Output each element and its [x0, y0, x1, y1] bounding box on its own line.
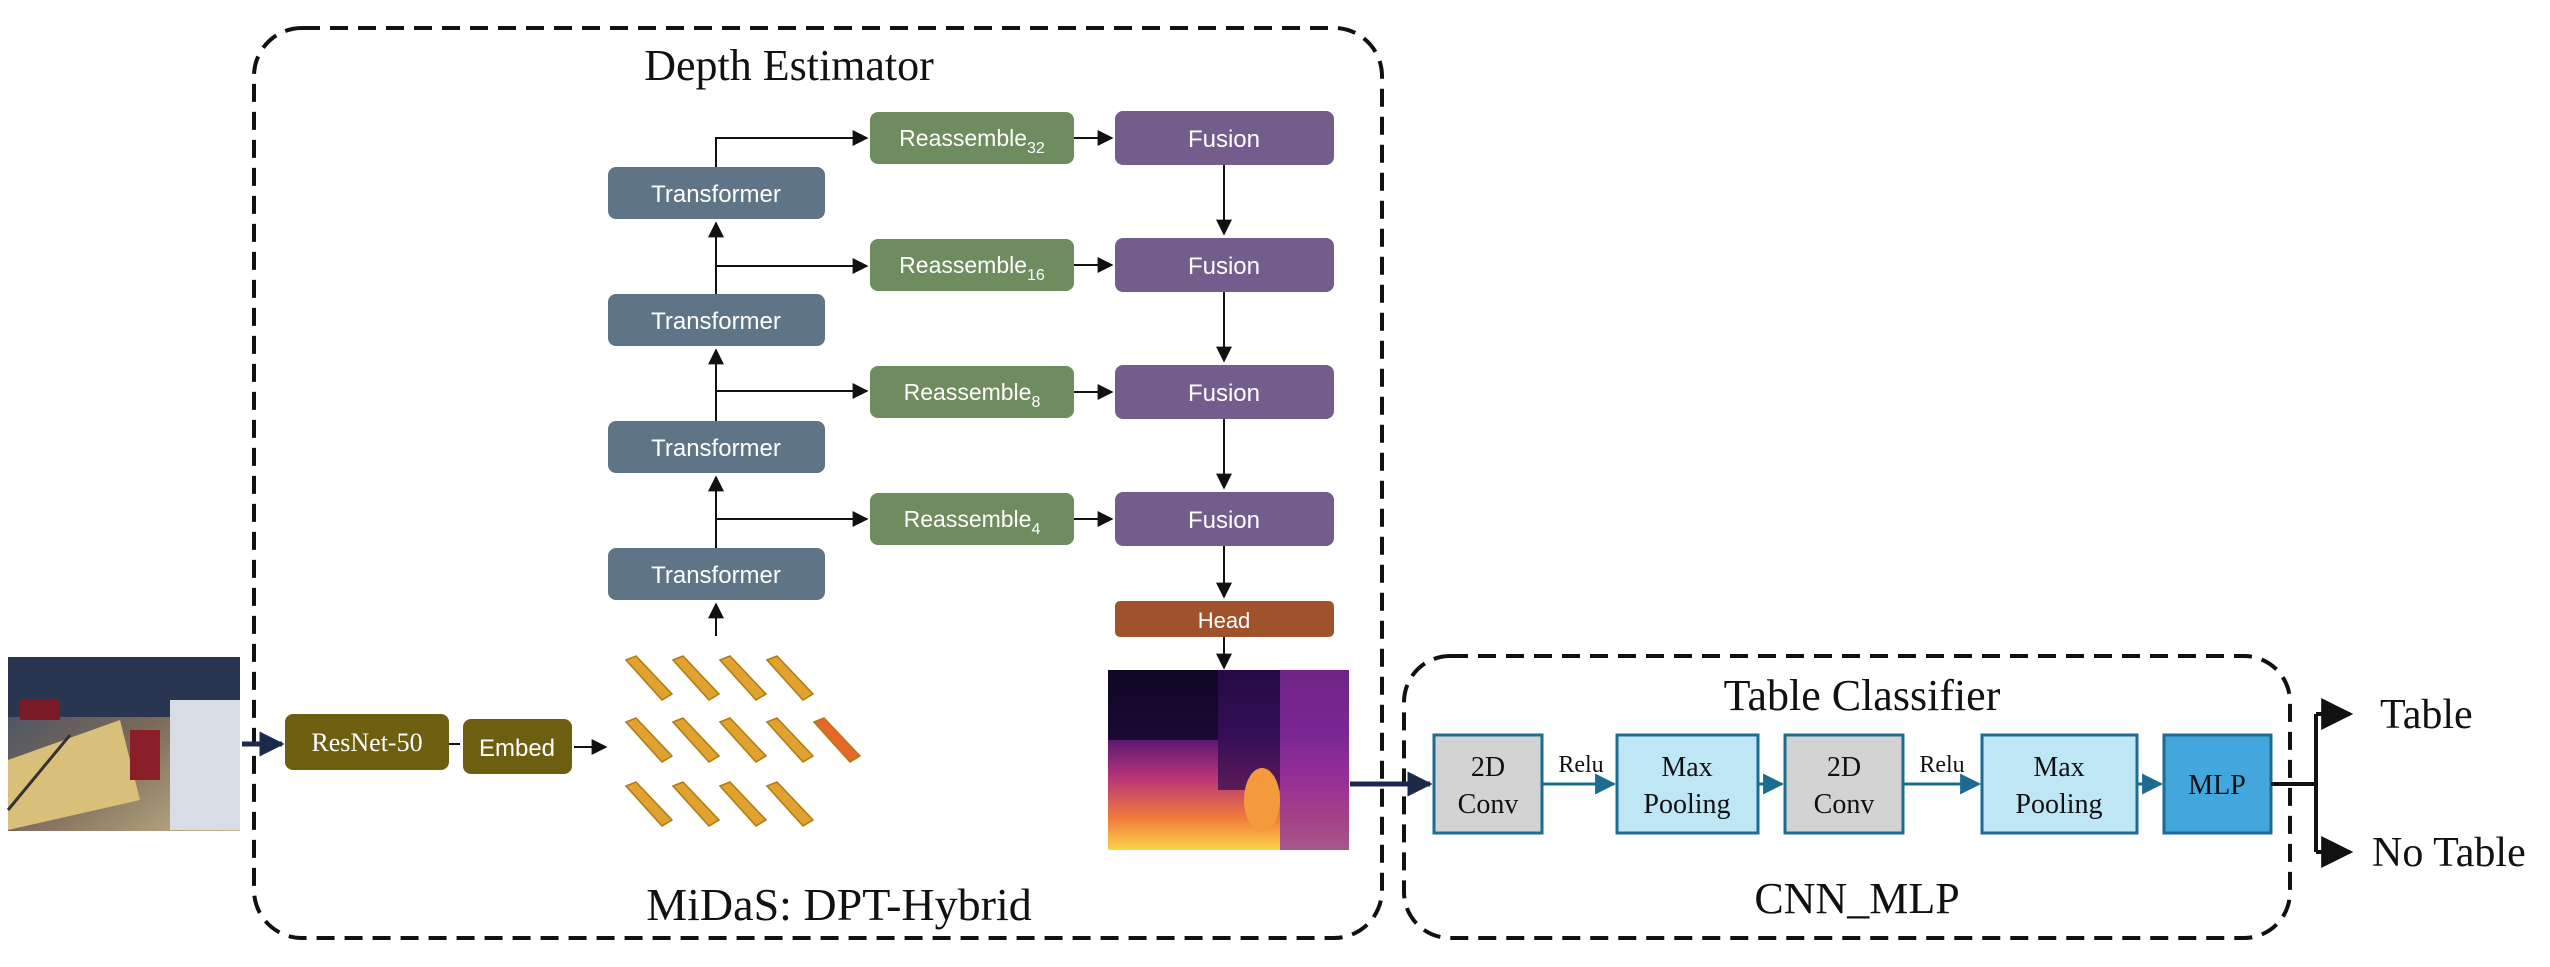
- reassemble-block: [870, 366, 1074, 418]
- head-label: Head: [1198, 608, 1251, 633]
- reassemble-block: [870, 493, 1074, 545]
- reassemble-fusion-arrows: [1074, 130, 1114, 527]
- transformer-stack: Transformer Transformer Transformer Tran…: [608, 167, 825, 600]
- transformer-label: Transformer: [651, 435, 781, 462]
- maxpool-2-line-2: Pooling: [2015, 789, 2102, 820]
- patch-token: [718, 781, 768, 827]
- patch-token: [671, 717, 721, 763]
- transformer-label: Transformer: [651, 562, 781, 589]
- embed-block: [463, 719, 572, 774]
- depth-estimator-frame: [252, 26, 1384, 940]
- fusion-label: Fusion: [1188, 253, 1260, 280]
- fusion-column: Fusion Fusion Fusion Fusion: [1115, 111, 1334, 546]
- transformer-label: Transformer: [651, 308, 781, 335]
- fusion-block: [1115, 365, 1334, 419]
- reassemble-label: Reassemble16: [899, 252, 1045, 284]
- fusion-block: [1115, 111, 1334, 165]
- patch-token: [624, 717, 674, 763]
- conv-1-line-1: 2D: [1471, 752, 1505, 783]
- transformer-block: [608, 167, 825, 219]
- maxpool-1-line-1: Max: [1661, 752, 1712, 783]
- depth-map-image: [1108, 670, 1349, 850]
- transformer-block: [608, 548, 825, 600]
- maxpool-2-line-1: Max: [2033, 752, 2084, 783]
- fusion-label: Fusion: [1188, 126, 1260, 153]
- depth-estimator-title: Depth Estimator: [644, 41, 934, 90]
- fusion-label: Fusion: [1188, 507, 1260, 534]
- patch-token: [624, 781, 674, 827]
- output-table-label: Table: [2380, 692, 2473, 738]
- conv-block-1: [1432, 733, 1544, 835]
- conv-1-line-2: Conv: [1458, 789, 1519, 820]
- midas-subtitle: MiDaS: DPT-Hybrid: [646, 879, 1032, 930]
- patch-token: [718, 655, 768, 701]
- patch-token: [671, 781, 721, 827]
- output-no-table-label: No Table: [2372, 830, 2526, 876]
- resnet-block: [285, 714, 449, 770]
- cnn-mlp-subtitle: CNN_MLP: [1754, 874, 1959, 923]
- patch-token: [671, 655, 721, 701]
- patch-token: [624, 655, 674, 701]
- maxpool-block-1: [1615, 733, 1760, 835]
- conv-2-line-1: 2D: [1827, 752, 1861, 783]
- input-room-image: [6, 657, 240, 831]
- transformer-block: [608, 421, 825, 473]
- transformer-block: [608, 294, 825, 346]
- fusion-label: Fusion: [1188, 380, 1260, 407]
- reassemble-label: Reassemble4: [904, 506, 1041, 538]
- transformer-label: Transformer: [651, 181, 781, 208]
- mlp-label: MLP: [2188, 770, 2246, 801]
- fusion-block: [1115, 238, 1334, 292]
- patch-token: [812, 717, 862, 763]
- patch-token: [718, 717, 768, 763]
- patch-tokens: [624, 655, 862, 827]
- reassemble-block: [870, 239, 1074, 291]
- reassemble-block: [870, 112, 1074, 164]
- relu-label-1: Relu: [1558, 752, 1603, 778]
- reassemble-label: Reassemble32: [899, 125, 1045, 157]
- relu-label-2: Relu: [1919, 752, 1964, 778]
- reassemble-column: Reassemble32 Reassemble16 Reassemble8 Re…: [870, 112, 1074, 545]
- transformer-arrows: [708, 130, 869, 636]
- patch-token: [765, 781, 815, 827]
- head-block: [1115, 601, 1334, 637]
- patch-token: [765, 655, 815, 701]
- reassemble-label: Reassemble8: [904, 379, 1041, 411]
- conv-block-2: [1783, 733, 1905, 835]
- maxpool-1-line-2: Pooling: [1643, 789, 1730, 820]
- table-classifier-frame: [1402, 654, 2292, 940]
- table-classifier-title: Table Classifier: [1724, 671, 2001, 720]
- mlp-block: [2162, 733, 2273, 835]
- patch-token: [765, 717, 815, 763]
- embed-label: Embed: [479, 735, 555, 762]
- fusion-block: [1115, 492, 1334, 546]
- output-branches: [2271, 698, 2354, 868]
- resnet-label: ResNet-50: [311, 728, 422, 757]
- conv-2-line-2: Conv: [1814, 789, 1875, 820]
